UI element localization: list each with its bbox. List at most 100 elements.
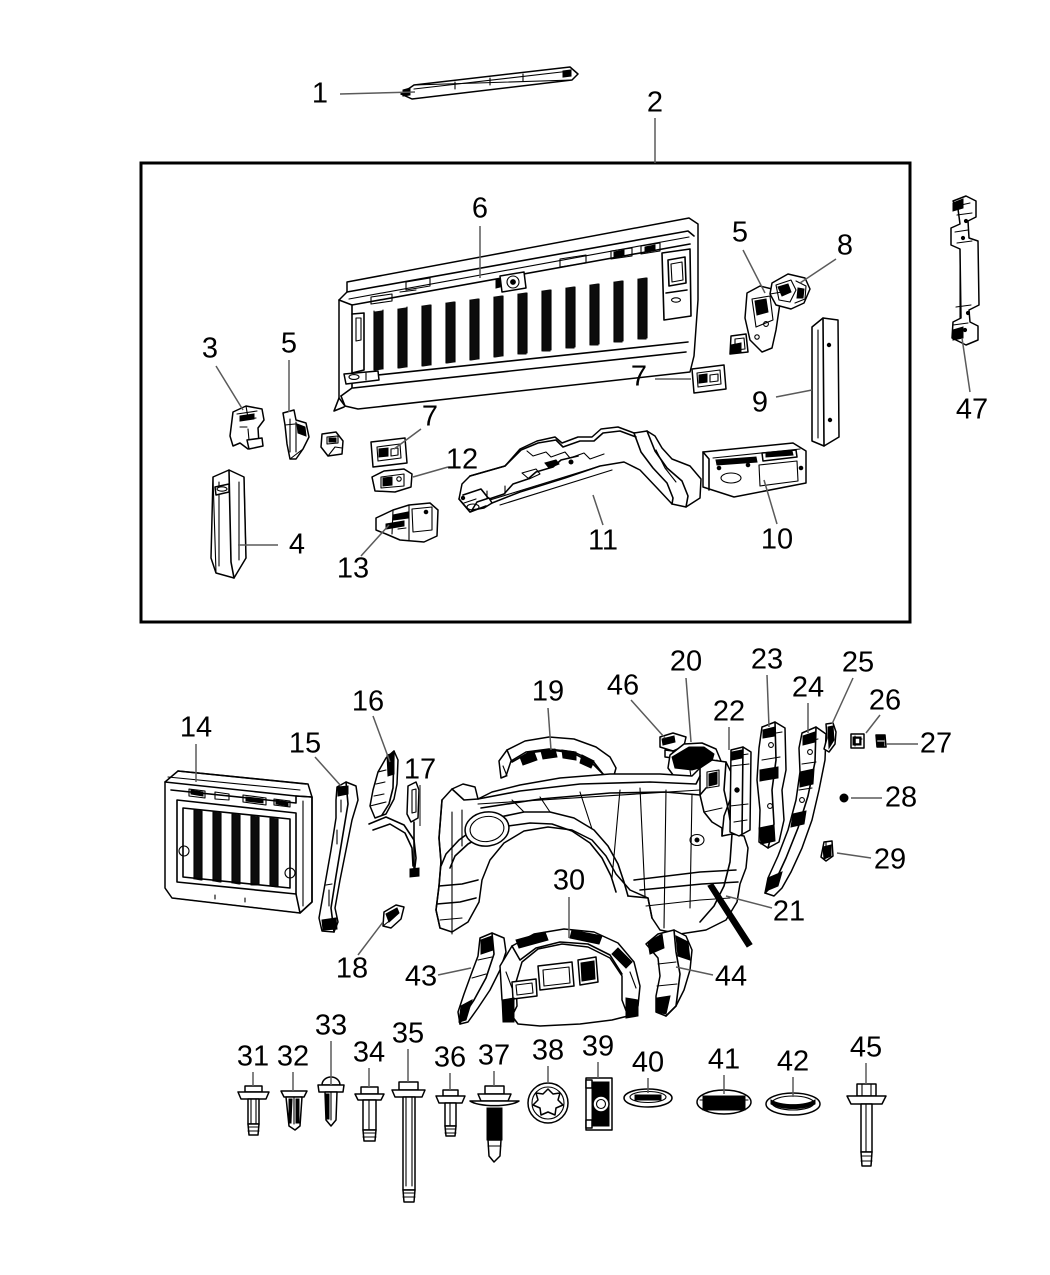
part-23-artwork <box>756 721 787 849</box>
part-4-artwork <box>210 469 247 579</box>
part-14-artwork <box>164 770 313 914</box>
callout-31: 31 <box>236 1040 270 1073</box>
callout-27: 27 <box>919 727 953 760</box>
callout-35: 35 <box>391 1017 425 1050</box>
callout-42: 42 <box>776 1045 810 1078</box>
part-22-artwork <box>729 746 752 837</box>
callout-21: 21 <box>772 895 806 928</box>
part-39-artwork <box>585 1077 613 1131</box>
callout-24: 24 <box>791 671 825 704</box>
callout-18: 18 <box>335 952 369 985</box>
callout-30: 30 <box>552 864 586 897</box>
part-1-artwork <box>400 66 579 100</box>
part-5-left-artwork <box>282 409 310 460</box>
callout-2: 2 <box>646 86 664 119</box>
callout-38: 38 <box>531 1034 565 1067</box>
part-19-artwork <box>498 736 617 780</box>
callout-1: 1 <box>311 77 329 110</box>
part-30-wheelhouse-artwork <box>499 928 641 1027</box>
callout-17: 17 <box>403 753 437 786</box>
part-13-artwork <box>375 502 439 543</box>
part-41-artwork <box>696 1089 752 1115</box>
part-37-artwork <box>469 1085 520 1163</box>
part-15-artwork <box>318 781 359 933</box>
callout-15: 15 <box>288 727 322 760</box>
callout-4: 4 <box>288 528 306 561</box>
part-25-artwork <box>823 722 837 753</box>
callout-41: 41 <box>707 1043 741 1076</box>
part-36-artwork <box>435 1089 466 1137</box>
part-32-artwork <box>280 1090 308 1131</box>
callout-11: 11 <box>587 524 619 557</box>
callout-23: 23 <box>750 643 784 676</box>
callout-39: 39 <box>581 1030 615 1063</box>
callout-43: 43 <box>404 960 438 993</box>
callout-34: 34 <box>352 1036 386 1069</box>
part-18-artwork <box>382 904 405 929</box>
part-42-artwork <box>765 1092 821 1116</box>
callout-12: 12 <box>445 443 479 476</box>
part-28-artwork <box>839 793 849 803</box>
callout-47: 47 <box>955 393 989 426</box>
callout-40: 40 <box>631 1046 665 1079</box>
callout-46: 46 <box>606 669 640 702</box>
callout-37: 37 <box>477 1039 511 1072</box>
callout-29: 29 <box>873 843 907 876</box>
part-9-artwork <box>811 317 840 447</box>
part-31-artwork <box>237 1085 270 1136</box>
part-44-artwork <box>645 929 693 1017</box>
callout-16: 16 <box>351 685 385 718</box>
callout-32: 32 <box>276 1040 310 1073</box>
part-43-artwork <box>457 932 507 1025</box>
part-5-right-artwork <box>744 285 781 353</box>
part-26-artwork <box>850 733 865 749</box>
callout-8: 8 <box>836 229 854 262</box>
part-6-tailgate-inner-panel <box>333 217 699 412</box>
part-8-artwork <box>769 273 811 310</box>
callout-36: 36 <box>433 1041 467 1074</box>
part-24-artwork <box>764 726 827 897</box>
part-46-artwork <box>659 732 687 759</box>
part-16-artwork <box>369 750 399 819</box>
leader-lines <box>195 91 971 1097</box>
part-12-artwork <box>371 468 413 493</box>
callout-6: 6 <box>471 192 489 225</box>
part-30-box-side-panel <box>435 759 749 935</box>
callout-5-left: 5 <box>280 327 298 360</box>
callout-9: 9 <box>751 386 769 419</box>
callout-26: 26 <box>868 684 902 717</box>
part-11-artwork <box>458 426 702 513</box>
part-47-artwork <box>950 195 980 346</box>
part-7-right-artwork <box>691 364 727 394</box>
part-10-artwork <box>702 442 807 498</box>
callout-33: 33 <box>314 1009 348 1042</box>
callout-44: 44 <box>714 960 748 993</box>
callout-25: 25 <box>841 646 875 679</box>
callout-22: 22 <box>712 695 746 728</box>
part-34-artwork <box>354 1086 385 1142</box>
callout-5-right: 5 <box>731 216 749 249</box>
part-40-artwork <box>623 1088 673 1108</box>
part-45-artwork <box>846 1083 887 1167</box>
callout-7-left: 7 <box>421 400 439 433</box>
group-2-enclosure <box>139 161 912 624</box>
callout-19: 19 <box>531 675 565 708</box>
callout-7-right: 7 <box>630 360 648 393</box>
callout-28: 28 <box>884 781 918 814</box>
callout-20: 20 <box>669 645 703 678</box>
part-21-artwork <box>707 883 753 948</box>
part-35-artwork <box>391 1081 426 1203</box>
callout-3: 3 <box>201 332 219 365</box>
callout-14: 14 <box>179 711 213 744</box>
part-7-left-artwork <box>370 437 408 468</box>
callout-45: 45 <box>849 1031 883 1064</box>
part-38-artwork <box>527 1082 569 1124</box>
part-5-right-wedge-artwork <box>729 333 749 355</box>
part-27-artwork <box>875 734 887 748</box>
part-29-artwork <box>820 840 834 862</box>
part-3-artwork <box>229 405 265 450</box>
part-5-cap-artwork <box>320 431 344 457</box>
callout-10: 10 <box>760 523 794 556</box>
